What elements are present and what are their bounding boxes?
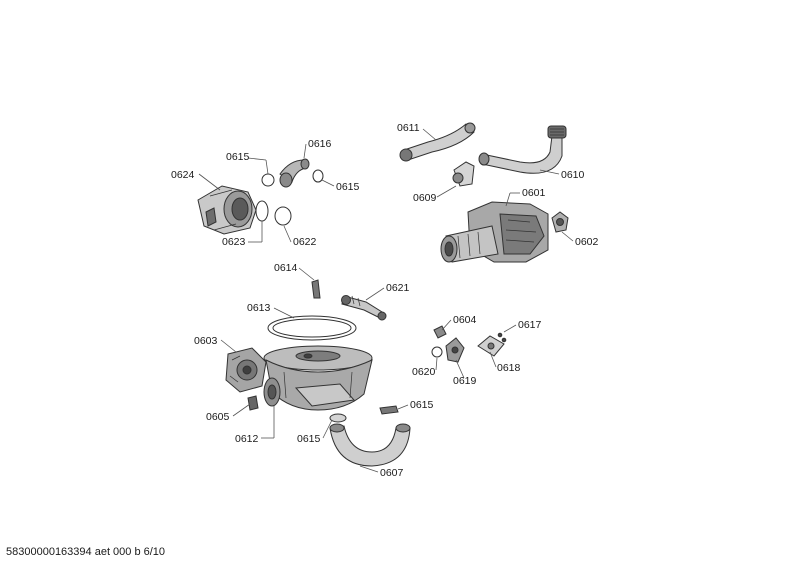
label-0621: 0621 xyxy=(386,282,410,294)
part-0614-clip xyxy=(311,279,321,299)
label-0607: 0607 xyxy=(380,467,404,479)
label-0618: 0618 xyxy=(497,362,521,374)
part-0605-small-fitting xyxy=(247,395,259,411)
part-0619-sensor-body xyxy=(445,337,465,363)
part-0624-filter-housing xyxy=(197,185,257,235)
part-0613-sealing-ring xyxy=(267,315,357,341)
part-0612-pump-sump xyxy=(263,345,373,411)
part-0602-sensor xyxy=(551,211,569,233)
part-0615-clamp-upper-left xyxy=(261,173,275,187)
label-0614: 0614 xyxy=(274,262,298,274)
label-0611: 0611 xyxy=(397,122,420,134)
part-0622-seal-ring xyxy=(274,206,292,226)
label-0619: 0619 xyxy=(453,375,477,387)
part-0609-elbow xyxy=(452,161,475,187)
label-0623: 0623 xyxy=(222,236,246,248)
label-0624: 0624 xyxy=(171,169,195,181)
part-0623-ring xyxy=(255,200,269,222)
label-0613: 0613 xyxy=(247,302,271,314)
label-0602: 0602 xyxy=(575,236,599,248)
label-0616: 0616 xyxy=(308,138,332,150)
part-0621-hose xyxy=(341,295,387,321)
label-0604: 0604 xyxy=(453,314,477,326)
part-0610-hose xyxy=(478,125,567,174)
label-0610: 0610 xyxy=(561,169,585,181)
label-0615-b: 0615 xyxy=(336,181,360,193)
part-0618-bracket xyxy=(477,335,505,357)
part-0616-hose-bend xyxy=(279,158,324,188)
label-0605: 0605 xyxy=(206,411,230,423)
part-0601-circulation-pump xyxy=(440,201,549,263)
part-0607-u-hose xyxy=(329,423,411,467)
label-0615-c: 0615 xyxy=(297,433,321,445)
label-0622: 0622 xyxy=(293,236,317,248)
part-0615-clamp-lower-left xyxy=(329,413,347,423)
part-0620-o-ring xyxy=(431,346,443,358)
label-0615-d: 0615 xyxy=(410,399,434,411)
label-0601: 0601 xyxy=(522,187,546,199)
label-0612: 0612 xyxy=(235,433,259,445)
part-0611-hose xyxy=(399,122,476,162)
part-0615-clamp-lower-right xyxy=(379,405,399,415)
label-0620: 0620 xyxy=(412,366,436,378)
label-0617: 0617 xyxy=(518,319,542,331)
label-0609: 0609 xyxy=(413,192,437,204)
label-0615-a: 0615 xyxy=(226,151,250,163)
document-footer-code: 58300000163394 aet 000 b 6/10 xyxy=(6,546,166,558)
part-0603-drain-pump xyxy=(225,347,267,393)
leader-lines xyxy=(198,128,574,473)
label-0603: 0603 xyxy=(194,335,218,347)
part-0617-screws xyxy=(497,332,507,343)
